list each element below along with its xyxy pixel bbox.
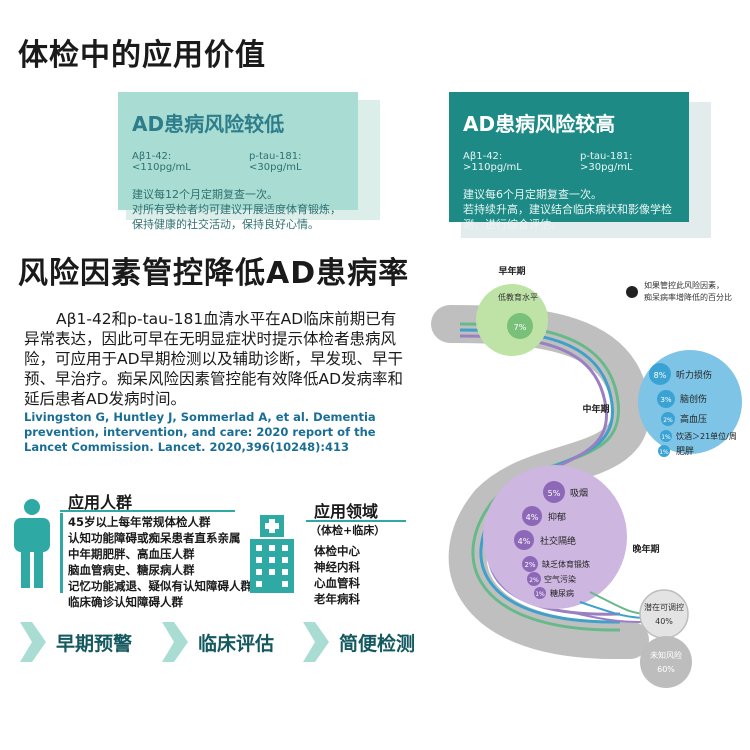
late-factor-label: 糖尿病 xyxy=(550,588,574,598)
mid-factor-pct: 1% xyxy=(659,449,669,456)
card-line: 保持健康的社交活动，保持良好心情。 xyxy=(132,218,319,231)
potential-label: 潜在可调控 xyxy=(644,602,684,612)
card-body: AD患病风险较高 Aβ1-42: >110pg/mL p-tau-181: >3… xyxy=(449,92,689,231)
potential-modifiable-circle xyxy=(639,589,689,639)
population-item: 认知功能障碍或痴呆患者直系亲属 xyxy=(68,531,241,545)
mid-factor-pct: 2% xyxy=(663,417,673,424)
population-item: 中年期肥胖、高血压人群 xyxy=(68,547,195,561)
late-factor-label: 缺乏体育锻炼 xyxy=(542,559,590,569)
fields-title-bar xyxy=(306,498,406,522)
risk-factor-diagram: 7% 低教育水平 早年期 如果管控此风险因素， 痴呆病率增降低的百分比 中年期 … xyxy=(431,265,742,688)
mid-factor-label: 饮酒＞21单位/周 xyxy=(676,431,737,441)
ptau-value: p-tau-181: >30pg/mL xyxy=(580,151,633,173)
population-item: 记忆功能减退、疑似有认知障碍人群 xyxy=(68,579,252,593)
stage-early-label: 早年期 xyxy=(498,265,525,277)
hospital-icon xyxy=(246,515,298,597)
late-factor-pct: 4% xyxy=(526,513,539,522)
field-item: 神经内科 xyxy=(314,560,360,574)
benefit-early-warning: 早期预警 xyxy=(20,622,132,662)
mid-factor-label: 听力损伤 xyxy=(676,369,712,381)
card-values: Aβ1-42: <110pg/mL p-tau-181: <30pg/mL xyxy=(132,151,344,173)
population-item: 45岁以上每年常规体检人群 xyxy=(68,515,211,529)
stage-mid-label: 中年期 xyxy=(582,403,609,415)
mid-factor-pct: 3% xyxy=(660,396,671,404)
late-factor-label: 抑郁 xyxy=(548,511,566,523)
population-title: 应用人群 xyxy=(68,493,133,512)
population-list: 45岁以上每年常规体检人群 认知功能障碍或痴呆患者直系亲属 中年期肥胖、高血压人… xyxy=(68,514,252,610)
late-factor-label: 吸烟 xyxy=(570,487,588,499)
field-item: 老年病科 xyxy=(314,592,360,606)
card-line: 若持续升高，建议结合临床病状和影像学检 xyxy=(463,203,672,216)
high-risk-card: AD患病风险较高 Aβ1-42: >110pg/mL p-tau-181: >3… xyxy=(449,92,711,240)
stage-late-label: 晚年期 xyxy=(632,543,659,555)
unknown-label: 未知风险 xyxy=(650,650,682,660)
person-icon xyxy=(10,498,54,594)
mid-factors: 8% 听力损伤 3% 脑创伤 2% 高血压 1% 饮酒＞21单位/周 1% 肥胖 xyxy=(649,363,737,457)
card-values: Aβ1-42: >110pg/mL p-tau-181: >30pg/mL xyxy=(463,151,675,173)
early-factor-pct: 7% xyxy=(514,323,527,332)
late-factor-label: 空气污染 xyxy=(544,574,576,584)
field-item: 心血管科 xyxy=(314,576,360,590)
fields-list: 体检中心 神经内科 心血管科 老年病科 xyxy=(314,543,360,607)
mid-factor-pct: 8% xyxy=(654,371,667,380)
late-factor-label: 社交隔绝 xyxy=(540,535,576,547)
legend-line: 如果管控此风险因素， xyxy=(644,280,724,290)
early-circle-label: 低教育水平 xyxy=(498,292,538,302)
unknown-risk-circle xyxy=(640,636,692,688)
card-title: AD患病风险较高 xyxy=(463,112,616,136)
benefit-label: 简便检测 xyxy=(339,632,416,655)
factor-bubble xyxy=(507,313,533,339)
late-factors: 5% 吸烟 4% 抑郁 4% 社交隔绝 2% 缺乏体育锻炼 2% 空气污染 1%… xyxy=(514,481,590,599)
chevron-right-icon xyxy=(303,622,329,662)
card-line: 建议每12个月定期复查一次。 xyxy=(132,188,278,201)
field-item: 体检中心 xyxy=(314,544,360,558)
late-life-circle xyxy=(483,465,627,609)
section-title-value: 体检中的应用价值 xyxy=(18,38,266,73)
description-paragraph: Aβ1-42和p-tau-181血清水平在AD临床前期已有异常表达，因此可早在无… xyxy=(24,310,404,408)
reference-citation: Livingston G, Huntley J, Sommerlad A, et… xyxy=(24,410,376,454)
mid-factor-label: 肥胖 xyxy=(676,446,694,457)
potential-pct: 40% xyxy=(655,617,673,626)
population-title-bar xyxy=(60,486,235,512)
legend-line: 痴呆病率增降低的百分比 xyxy=(644,292,732,302)
population-bracket xyxy=(60,513,63,593)
mid-factor-pct: 1% xyxy=(661,434,671,441)
late-factor-pct: 1% xyxy=(535,591,545,598)
abeta-value: Aβ1-42: >110pg/mL xyxy=(463,151,522,173)
benefit-label: 临床评估 xyxy=(198,632,275,655)
chevron-right-icon xyxy=(162,622,188,662)
mid-factor-label: 脑创伤 xyxy=(680,393,707,405)
phone-icon xyxy=(626,286,638,298)
card-body: AD患病风险较低 Aβ1-42: <110pg/mL p-tau-181: <3… xyxy=(118,92,358,231)
low-risk-card: AD患病风险较低 Aβ1-42: <110pg/mL p-tau-181: <3… xyxy=(118,92,380,231)
late-factor-pct: 5% xyxy=(548,489,561,498)
population-item: 脑血管病史、糖尿病人群 xyxy=(68,563,195,577)
benefit-simple-detection: 简便检测 xyxy=(303,622,415,662)
diagram-band xyxy=(431,305,650,660)
late-factor-pct: 4% xyxy=(518,537,531,546)
chevron-right-icon xyxy=(20,622,46,662)
fields-subtitle: （体检+临床） xyxy=(310,524,386,537)
abeta-value: Aβ1-42: <110pg/mL xyxy=(132,151,191,173)
late-factor-pct: 2% xyxy=(524,561,535,569)
benefit-label: 早期预警 xyxy=(56,632,133,655)
unknown-pct: 60% xyxy=(657,665,675,674)
section-title-risk: 风险因素管控降低AD患病率 xyxy=(18,256,410,291)
ptau-value: p-tau-181: <30pg/mL xyxy=(249,151,302,173)
population-item: 临床确诊认知障碍人群 xyxy=(68,595,183,609)
mid-factor-label: 高血压 xyxy=(680,413,707,425)
fields-title: 应用领域 xyxy=(314,502,379,521)
benefit-clinical-evaluation: 临床评估 xyxy=(162,622,274,662)
late-factor-pct: 2% xyxy=(529,577,539,584)
card-title: AD患病风险较低 xyxy=(132,112,285,136)
card-line: 测，进行综合评估。 xyxy=(463,218,562,231)
card-line: 对所有受检者均可建议开展适度体育锻炼， xyxy=(132,203,341,216)
card-line: 建议每6个月定期复查一次。 xyxy=(463,188,602,201)
